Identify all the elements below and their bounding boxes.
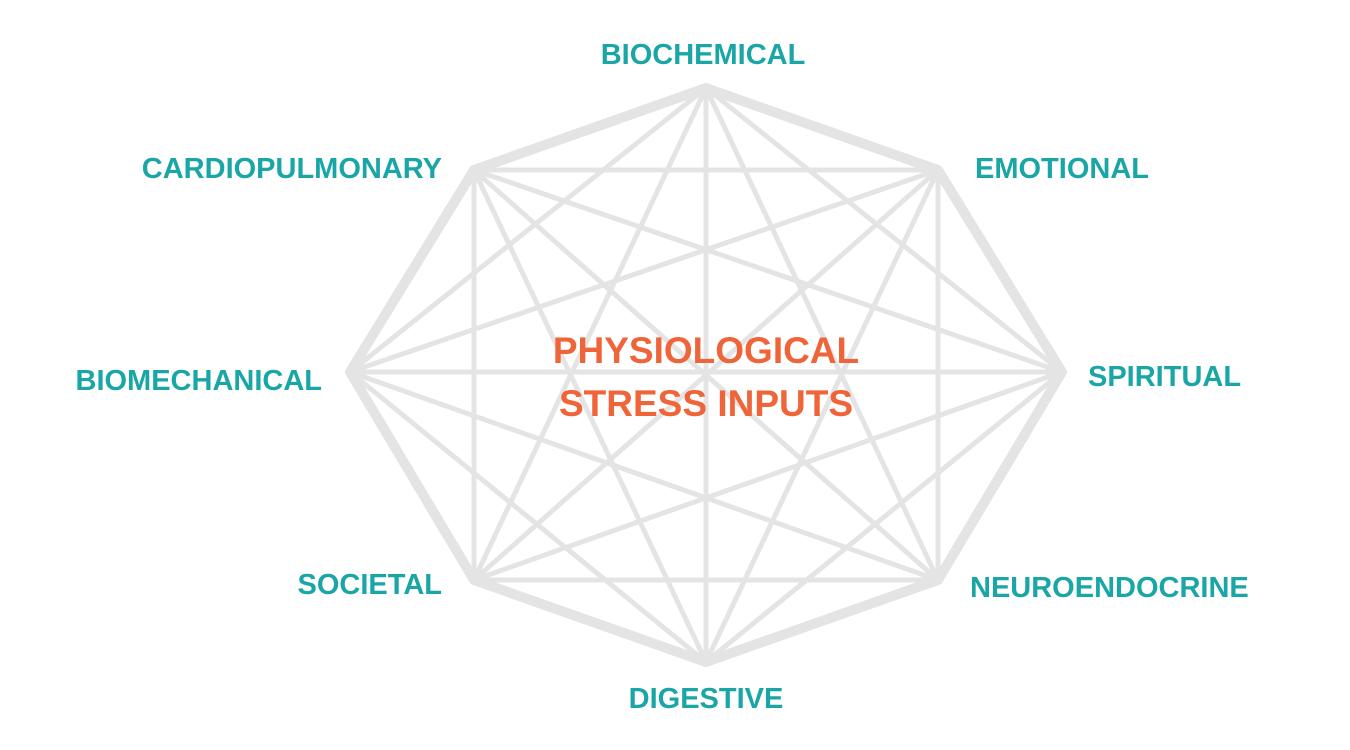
connection-line (347, 369, 709, 665)
node-label-biochemical: BIOCHEMICAL (601, 39, 806, 71)
node-label-cardiopulmonary: CARDIOPULMONARY (142, 153, 442, 185)
connection-line (347, 369, 941, 583)
node-label-emotional: EMOTIONAL (975, 153, 1149, 185)
connection-line (347, 167, 941, 375)
connection-line (471, 167, 941, 583)
node-label-neuroendocrine: NEUROENDOCRINE (970, 572, 1249, 604)
connection-lines (347, 85, 1065, 665)
connection-line (703, 85, 1065, 375)
node-label-biomechanical: BIOMECHANICAL (76, 365, 323, 397)
octagon-outline (345, 83, 1067, 667)
connection-line (471, 167, 709, 665)
connection-line (471, 369, 1065, 583)
center-title-line-2: STRESS INPUTS (559, 383, 853, 424)
connection-line (347, 85, 709, 375)
connection-line (471, 167, 1065, 375)
center-title-line-1: PHYSIOLOGICAL (553, 330, 859, 371)
connection-line (703, 369, 1065, 665)
node-label-spiritual: SPIRITUAL (1088, 361, 1241, 393)
node-label-societal: SOCIETAL (298, 569, 442, 601)
node-label-digestive: DIGESTIVE (629, 683, 784, 715)
octagon-border (345, 83, 1067, 667)
